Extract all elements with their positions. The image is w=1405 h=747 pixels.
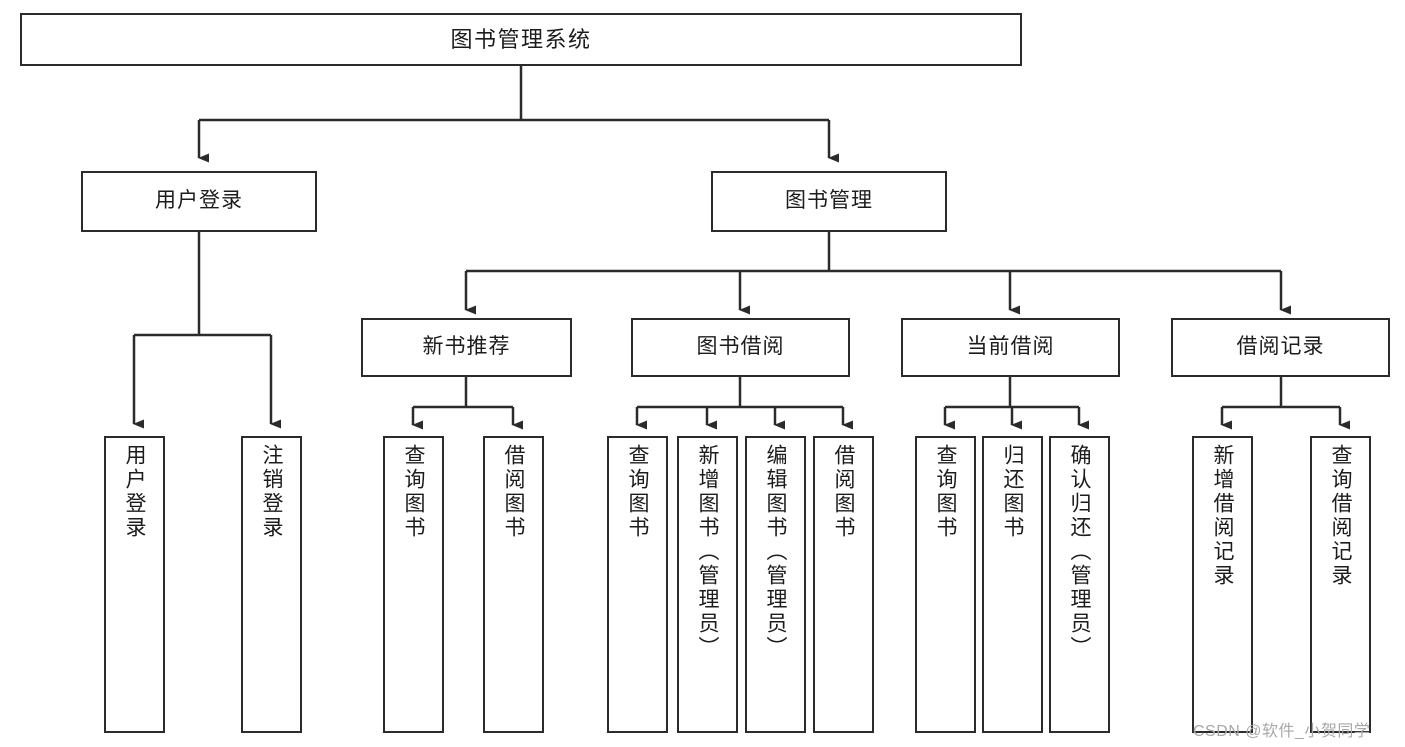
node-leaf-add-book-label: 新增图书（管理员） [696, 444, 719, 660]
node-book-borrow[interactable]: 图书借阅 [631, 318, 850, 377]
node-leaf-logout-label: 注销登录 [260, 444, 283, 540]
node-book-manage[interactable]: 图书管理 [711, 171, 947, 232]
node-new-book-recommend[interactable]: 新书推荐 [361, 318, 572, 377]
node-leaf-query-book-1[interactable]: 查询图书 [383, 436, 444, 733]
node-leaf-return-book-label: 归还图书 [1001, 444, 1024, 540]
node-book-borrow-label: 图书借阅 [696, 335, 785, 359]
node-current-borrow[interactable]: 当前借阅 [901, 318, 1120, 377]
node-borrow-record[interactable]: 借阅记录 [1171, 318, 1390, 377]
node-leaf-user-login-label: 用户登录 [123, 444, 146, 540]
node-root[interactable]: 图书管理系统 [20, 13, 1022, 66]
node-current-borrow-label: 当前借阅 [966, 335, 1055, 359]
node-leaf-query-book-2[interactable]: 查询图书 [607, 436, 668, 733]
node-leaf-query-record-label: 查询借阅记录 [1329, 444, 1352, 588]
node-leaf-add-record[interactable]: 新增借阅记录 [1192, 436, 1253, 733]
node-new-book-recommend-label: 新书推荐 [422, 335, 511, 359]
node-leaf-user-login[interactable]: 用户登录 [104, 436, 165, 733]
node-leaf-borrow-book-1[interactable]: 借阅图书 [483, 436, 544, 733]
node-leaf-logout[interactable]: 注销登录 [241, 436, 302, 733]
node-leaf-query-record[interactable]: 查询借阅记录 [1310, 436, 1371, 733]
node-leaf-edit-book-label: 编辑图书（管理员） [764, 444, 787, 660]
node-user-login[interactable]: 用户登录 [81, 171, 317, 232]
node-leaf-confirm-return[interactable]: 确认归还（管理员） [1049, 436, 1110, 733]
node-borrow-record-label: 借阅记录 [1236, 335, 1325, 359]
node-leaf-query-book-2-label: 查询图书 [626, 444, 649, 540]
node-leaf-edit-book[interactable]: 编辑图书（管理员） [745, 436, 806, 733]
node-leaf-borrow-book-2[interactable]: 借阅图书 [813, 436, 874, 733]
node-leaf-return-book[interactable]: 归还图书 [982, 436, 1043, 733]
node-leaf-borrow-book-1-label: 借阅图书 [502, 444, 525, 540]
csdn-watermark: CSDN @软件_小贺同学 [1193, 723, 1371, 740]
node-leaf-add-book[interactable]: 新增图书（管理员） [677, 436, 738, 733]
node-leaf-add-record-label: 新增借阅记录 [1211, 444, 1234, 588]
node-leaf-query-book-1-label: 查询图书 [402, 444, 425, 540]
node-user-login-label: 用户登录 [155, 189, 243, 213]
node-leaf-query-book-3[interactable]: 查询图书 [915, 436, 976, 733]
node-book-manage-label: 图书管理 [785, 189, 873, 213]
node-leaf-borrow-book-2-label: 借阅图书 [832, 444, 855, 540]
node-root-label: 图书管理系统 [450, 26, 592, 52]
node-leaf-confirm-return-label: 确认归还（管理员） [1068, 444, 1091, 660]
node-leaf-query-book-3-label: 查询图书 [934, 444, 957, 540]
